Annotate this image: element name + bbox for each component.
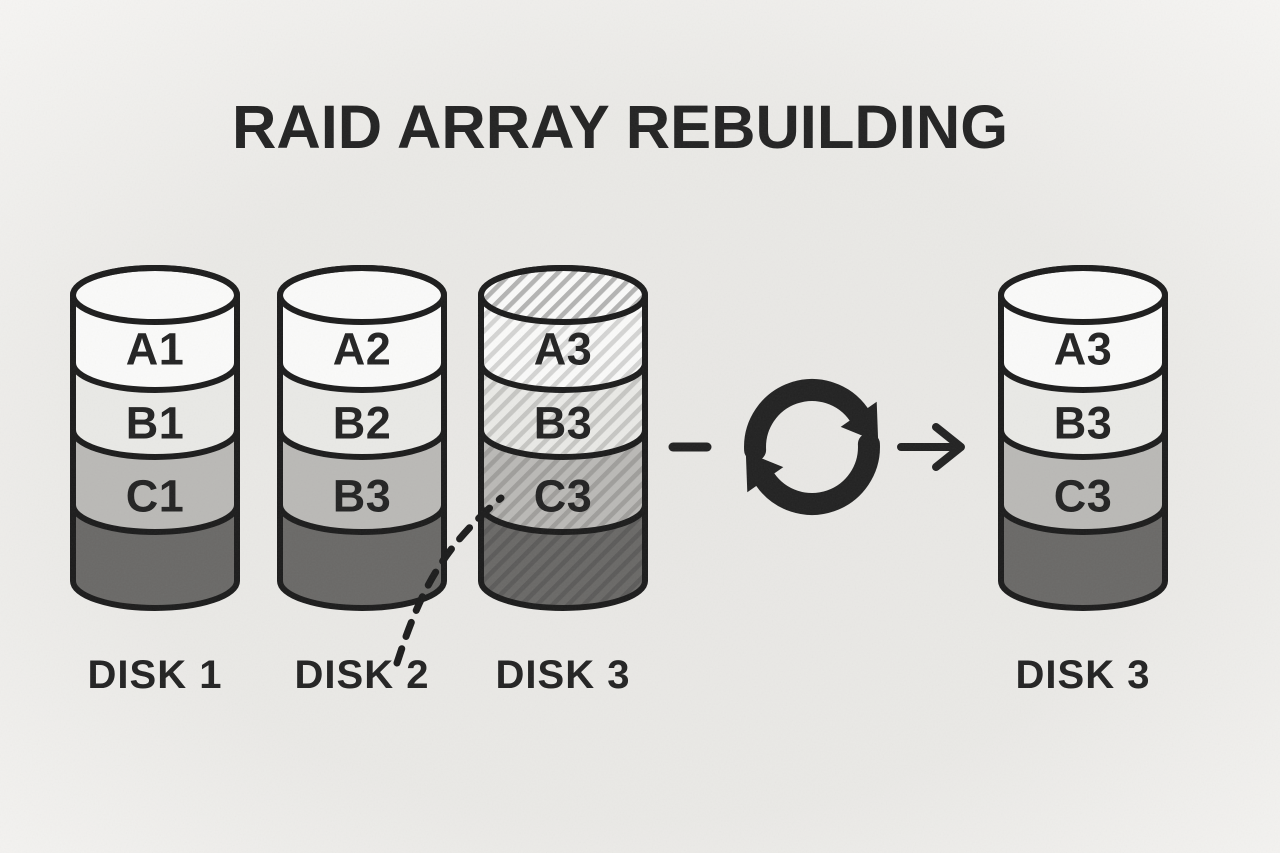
segment-label: C3 — [1054, 471, 1113, 522]
segment-label: B3 — [534, 398, 593, 449]
segment-label: B1 — [126, 398, 185, 449]
page-title: RAID ARRAY REBUILDING — [232, 93, 1008, 161]
disk-caption: DISK 3 — [1016, 653, 1151, 697]
segment-label: C3 — [534, 471, 593, 522]
segment-label: C1 — [126, 471, 185, 522]
segment-label: A2 — [333, 324, 392, 375]
disk-caption: DISK 2 — [295, 653, 430, 697]
segment-label: B2 — [333, 398, 392, 449]
segment-label: A3 — [534, 324, 593, 375]
disk-caption: DISK 3 — [496, 653, 631, 697]
segment-label: B3 — [1054, 398, 1113, 449]
segment-label: A1 — [126, 324, 185, 375]
segment-label: B3 — [333, 471, 392, 522]
segment-label: A3 — [1054, 324, 1113, 375]
disk-caption: DISK 1 — [88, 653, 223, 697]
